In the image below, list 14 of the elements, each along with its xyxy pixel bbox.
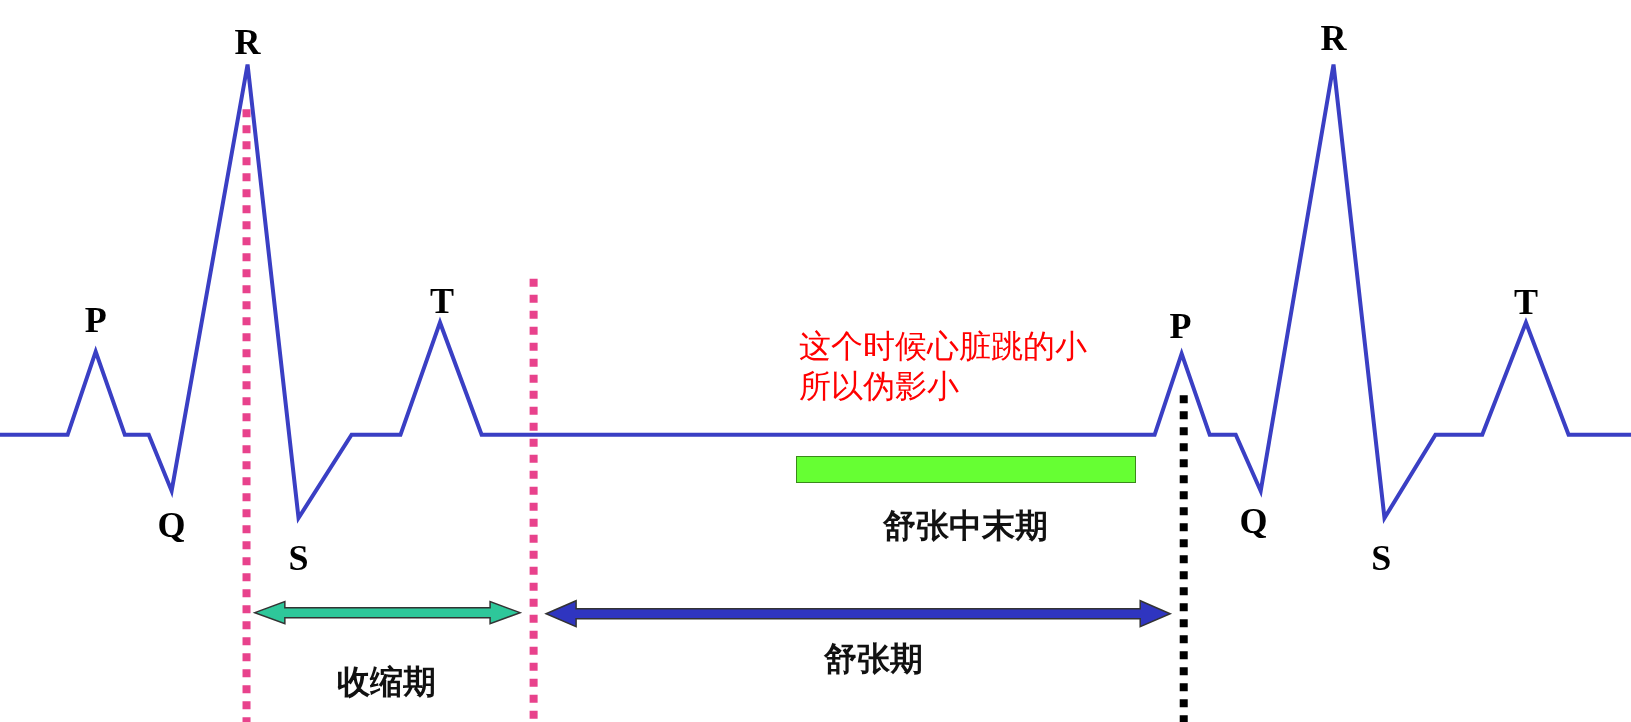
wave-label: R bbox=[1320, 20, 1347, 57]
wave-label: S bbox=[1371, 539, 1392, 576]
phase-label: 舒张中末期 bbox=[883, 508, 1049, 542]
wave-label: S bbox=[288, 539, 309, 576]
phase-label: 收缩期 bbox=[337, 664, 437, 698]
wave-label: Q bbox=[157, 507, 186, 544]
wave-label: Q bbox=[1239, 503, 1268, 540]
wave-label: P bbox=[84, 302, 107, 339]
wave-label: R bbox=[234, 23, 261, 60]
phase-label: 舒张期 bbox=[824, 641, 924, 675]
wave-label: P bbox=[1169, 307, 1192, 344]
wave-label: T bbox=[430, 282, 455, 319]
wave-label: T bbox=[1513, 283, 1538, 320]
annotation-note: 这个时候心脏跳的小所以伪影小 bbox=[798, 325, 1088, 406]
